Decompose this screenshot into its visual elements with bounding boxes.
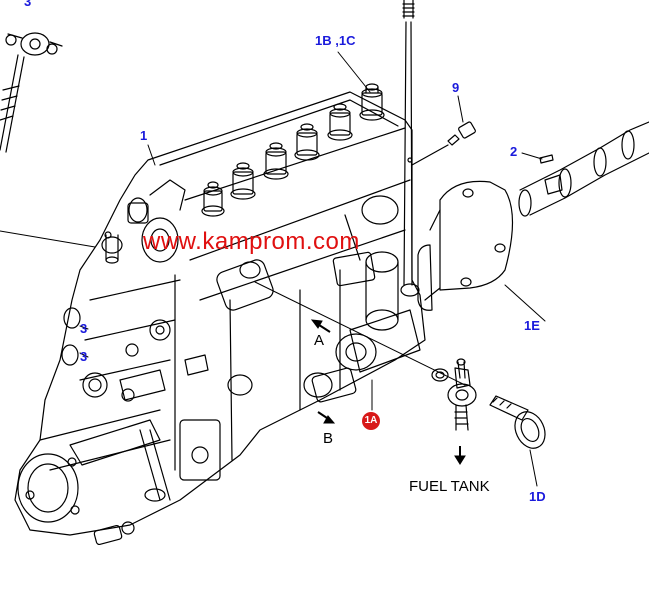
callout-1: 1 — [140, 128, 148, 143]
callout-1a-badge: 1A — [362, 412, 380, 430]
callout-1b-1c: 1B ,1C — [315, 33, 356, 48]
callout-top-left-partial: 3 — [24, 0, 32, 9]
lower-fittings — [139, 419, 221, 502]
fuel-tank-arrow-icon — [454, 446, 466, 465]
key-part-2 — [539, 154, 554, 164]
callout-9: 9 — [452, 80, 460, 95]
governor-housing — [17, 419, 161, 546]
camshaft — [518, 121, 649, 217]
adjusting-screws — [61, 307, 209, 402]
leader-lines — [0, 51, 546, 487]
coupling-flange — [417, 180, 514, 311]
arrow-b-icon — [317, 411, 336, 424]
callout-3-upper: 3 — [80, 321, 88, 336]
callout-1d: 1D — [529, 489, 546, 504]
callout-3-lower: 3 — [80, 349, 88, 364]
bolt-part-9 — [411, 121, 476, 166]
callout-1e: 1E — [524, 318, 540, 333]
fuel-line-top-left — [0, 32, 63, 153]
watermark-text: www.kamprom.com — [143, 228, 360, 255]
feed-pump — [216, 195, 421, 403]
arrow-label-a: A — [314, 332, 325, 349]
left-fittings — [101, 179, 186, 264]
arrow-label-b: B — [323, 430, 334, 447]
arrows — [310, 319, 466, 465]
arrow-a-icon — [310, 319, 331, 333]
delivery-valves — [201, 83, 385, 217]
callout-2: 2 — [510, 144, 518, 159]
banjo-fitting — [431, 358, 546, 449]
fuel-tank-label: FUEL TANK — [409, 478, 490, 495]
